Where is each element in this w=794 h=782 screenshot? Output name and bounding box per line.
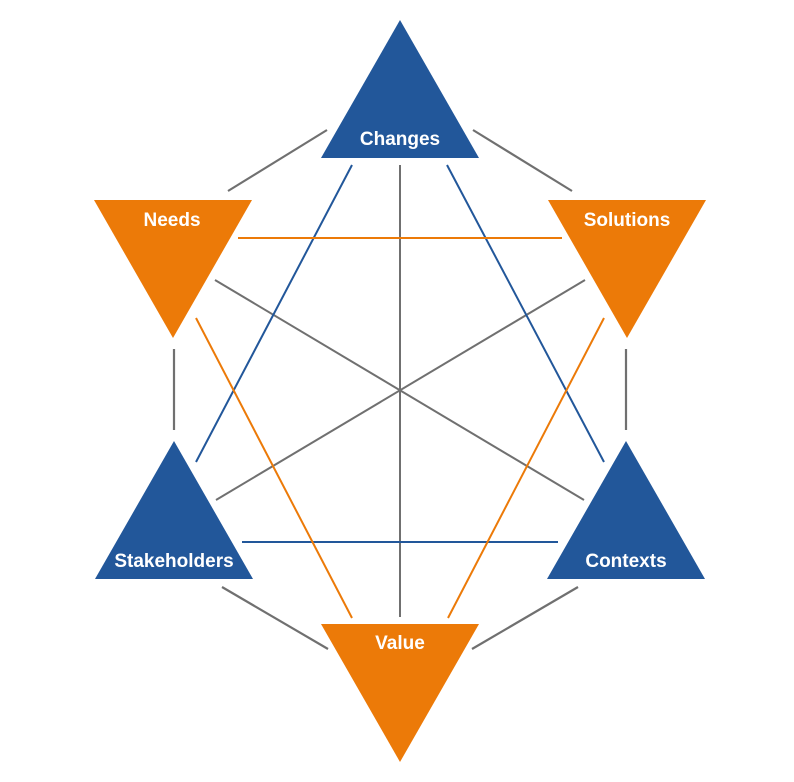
- connector-contexts-value: [471, 586, 579, 650]
- orange-triangle-connectors: [195, 237, 605, 619]
- connector-changes-contexts: [446, 164, 605, 463]
- solutions-triangle: [548, 200, 706, 338]
- value-triangle: [321, 624, 479, 762]
- solutions-label: Solutions: [584, 210, 671, 231]
- connector-solutions-value: [447, 317, 605, 619]
- connector-solutions-stakeholders: [215, 279, 586, 501]
- connector-changes-needs: [227, 129, 328, 192]
- cross-connectors: [214, 165, 586, 617]
- connector-needs-value: [195, 317, 353, 619]
- blue-triangle-connectors: [195, 164, 605, 543]
- connector-changes-stakeholders: [195, 164, 353, 463]
- value-label: Value: [375, 633, 425, 654]
- stakeholders-label: Stakeholders: [114, 551, 233, 572]
- connector-stakeholders-value: [221, 586, 329, 650]
- stakeholders-triangle: [95, 441, 253, 579]
- changes-triangle: [321, 20, 479, 158]
- contexts-label: Contexts: [585, 551, 666, 572]
- needs-label: Needs: [143, 210, 200, 231]
- hexagon-connectors: [172, 129, 628, 650]
- contexts-triangle: [547, 441, 705, 579]
- connector-changes-solutions: [472, 129, 573, 192]
- needs-triangle: [94, 200, 252, 338]
- changes-label: Changes: [360, 129, 440, 150]
